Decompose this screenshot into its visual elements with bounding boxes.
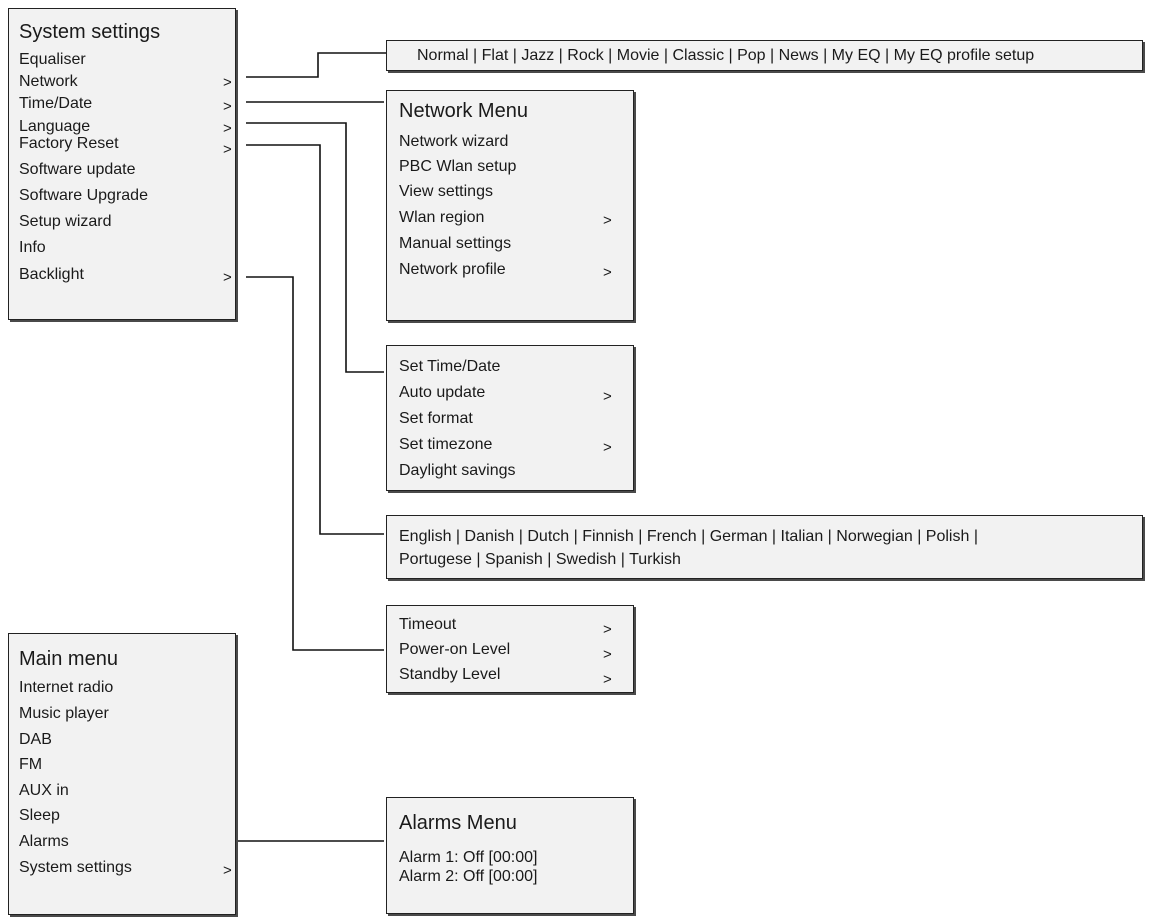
chevron-right-icon: > [223,862,232,879]
menu-item-software-upgrade[interactable]: Software Upgrade [19,187,148,204]
menu-item-alarm-2[interactable]: Alarm 2: Off [00:00] [399,868,538,885]
chevron-right-icon: > [223,74,232,91]
menu-item-network-wizard[interactable]: Network wizard [399,133,509,150]
menu-item-language[interactable]: Language [19,118,91,135]
menu-item-equaliser[interactable]: Equaliser [19,51,86,68]
chevron-right-icon: > [603,646,612,663]
menu-item-power-on-level[interactable]: Power-on Level [399,641,511,658]
backlight-menu: Timeout > Power-on Level > Standby Level… [386,605,634,693]
connector-equaliser [246,52,386,78]
equaliser-options-bar: Normal | Flat | Jazz | Rock | Movie | Cl… [386,40,1143,71]
chevron-right-icon: > [223,98,232,115]
menu-item-pbc-wlan-setup[interactable]: PBC Wlan setup [399,158,517,175]
menu-item-aux-in[interactable]: AUX in [19,782,69,799]
menu-item-fm[interactable]: FM [19,756,43,773]
menu-item-daylight-savings[interactable]: Daylight savings [399,462,516,479]
chevron-right-icon: > [603,621,612,638]
menu-item-factory-reset[interactable]: Factory Reset [19,135,119,152]
system-settings-title: System settings [19,21,161,43]
alarms-menu: Alarms Menu Alarm 1: Off [00:00] Alarm 2… [386,797,634,914]
menu-item-time-date[interactable]: Time/Date [19,95,93,112]
network-menu: Network Menu Network wizard PBC Wlan set… [386,90,634,321]
chevron-right-icon: > [603,388,612,405]
chevron-right-icon: > [603,212,612,229]
menu-item-setup-wizard[interactable]: Setup wizard [19,213,112,230]
connector-language [246,144,384,535]
connector-time-date [246,122,384,373]
network-menu-title: Network Menu [399,100,528,122]
time-date-menu: Set Time/Date Auto update > Set format S… [386,345,634,491]
connector-backlight [246,276,384,651]
menu-item-alarm-1[interactable]: Alarm 1: Off [00:00] [399,849,538,866]
menu-item-manual-settings[interactable]: Manual settings [399,235,512,252]
language-options-box: English | Danish | Dutch | Finnish | Fre… [386,515,1143,579]
language-options-line-2[interactable]: Portugese | Spanish | Swedish | Turkish [399,551,681,568]
menu-item-set-format[interactable]: Set format [399,410,473,427]
main-menu: Main menu Internet radio Music player DA… [8,633,236,915]
menu-item-backlight[interactable]: Backlight [19,266,84,283]
menu-item-internet-radio[interactable]: Internet radio [19,679,114,696]
menu-item-view-settings[interactable]: View settings [399,183,493,200]
menu-item-timeout[interactable]: Timeout [399,616,457,633]
menu-item-system-settings[interactable]: System settings [19,859,132,876]
menu-item-wlan-region[interactable]: Wlan region [399,209,485,226]
menu-item-alarms[interactable]: Alarms [19,833,69,850]
alarms-menu-title: Alarms Menu [399,812,517,834]
system-settings-menu: System settings Equaliser Network > Time… [8,8,236,320]
chevron-right-icon: > [223,269,232,286]
menu-item-dab[interactable]: DAB [19,731,52,748]
main-menu-title: Main menu [19,648,118,670]
menu-item-info[interactable]: Info [19,239,46,256]
menu-item-music-player[interactable]: Music player [19,705,109,722]
menu-item-software-update[interactable]: Software update [19,161,136,178]
chevron-right-icon: > [603,671,612,688]
equaliser-options-text[interactable]: Normal | Flat | Jazz | Rock | Movie | Cl… [417,47,1035,64]
chevron-right-icon: > [603,264,612,281]
menu-item-network[interactable]: Network [19,73,78,90]
chevron-right-icon: > [223,141,232,158]
menu-item-set-time-date[interactable]: Set Time/Date [399,358,501,375]
menu-item-network-profile[interactable]: Network profile [399,261,506,278]
menu-item-standby-level[interactable]: Standby Level [399,666,501,683]
chevron-right-icon: > [603,439,612,456]
menu-item-set-timezone[interactable]: Set timezone [399,436,493,453]
menu-item-sleep[interactable]: Sleep [19,807,60,824]
chevron-right-icon: > [223,120,232,137]
language-options-line-1[interactable]: English | Danish | Dutch | Finnish | Fre… [399,528,978,545]
menu-item-auto-update[interactable]: Auto update [399,384,486,401]
